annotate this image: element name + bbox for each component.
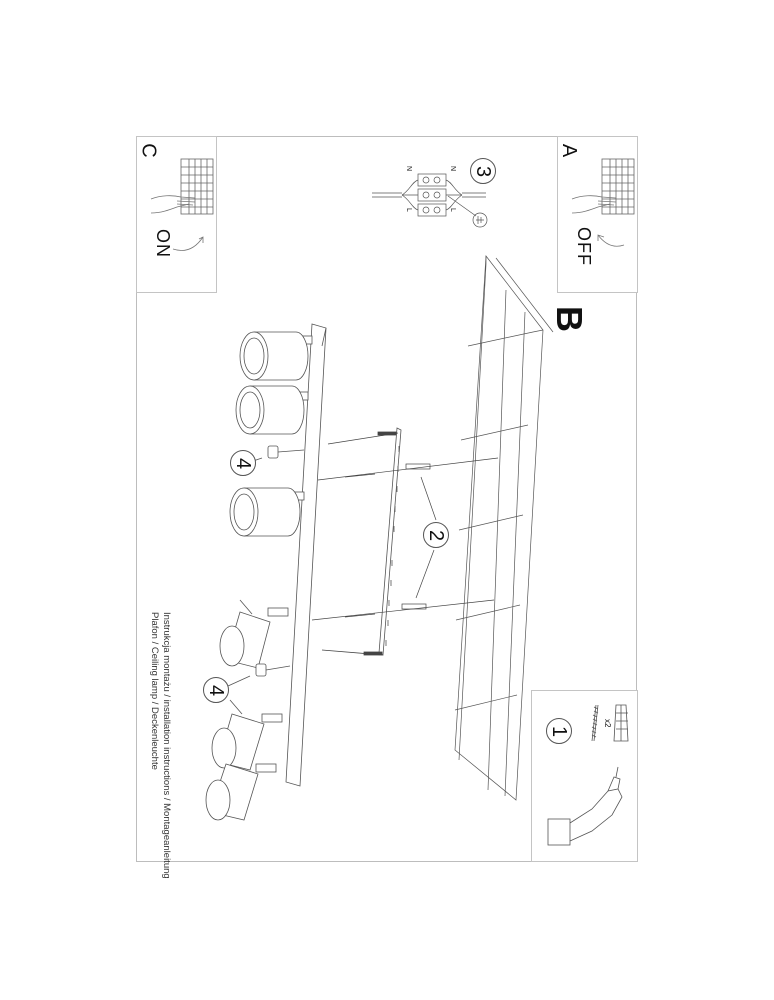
hand-icon	[571, 195, 617, 214]
circuit-breaker-icon	[571, 158, 635, 247]
terminal-label-l-right: L	[449, 208, 456, 212]
earth-ground-icon	[472, 212, 488, 228]
page-frame	[136, 136, 637, 862]
spotlight-5	[211, 699, 283, 771]
terminal-block	[372, 173, 488, 228]
callout-3: 3	[470, 158, 496, 184]
spotlight-2	[235, 385, 309, 435]
screw-icon	[591, 704, 599, 742]
spotlights	[205, 331, 313, 821]
callout-2: 2	[423, 522, 449, 548]
callout-1: 1	[546, 718, 572, 744]
base-plate	[285, 323, 327, 787]
panel-c-switch-on: C ON	[136, 136, 217, 293]
tools-illustration	[547, 704, 629, 846]
ceiling-tiles	[454, 255, 554, 801]
drill-icon	[547, 766, 623, 846]
callout-4-lower: 4	[203, 677, 229, 703]
wall-plug-screws	[311, 457, 499, 621]
circuit-breaker-icon	[150, 158, 214, 251]
document-title: Instrukcja montażu / installation instru…	[148, 612, 172, 879]
hand-icon	[150, 195, 196, 214]
mounting-bracket	[378, 427, 402, 656]
terminal-label-n-left: N	[405, 166, 412, 172]
panel-a-switch-off: A OFF	[557, 136, 638, 293]
spotlight-3	[229, 487, 305, 537]
bracket-screws	[321, 431, 399, 656]
arrow-icon	[597, 234, 625, 247]
spotlight-4	[219, 599, 289, 669]
terminal-label-n-right: N	[449, 166, 456, 172]
arrow-icon	[172, 236, 204, 251]
title-line-2: Plafon / Ceiling lamp / Deckenleuchte	[149, 612, 160, 770]
wall-plug-icon	[613, 704, 629, 742]
callout-4-upper: 4	[230, 450, 256, 476]
terminal-label-l-left: L	[405, 208, 412, 212]
spotlight-6	[205, 763, 277, 821]
spotlight-1	[239, 331, 313, 381]
decorative-caps	[227, 445, 305, 687]
title-line-1: Instrukcja montażu / installation instru…	[161, 612, 172, 879]
panel-1-tools: 1 x2	[531, 690, 638, 862]
